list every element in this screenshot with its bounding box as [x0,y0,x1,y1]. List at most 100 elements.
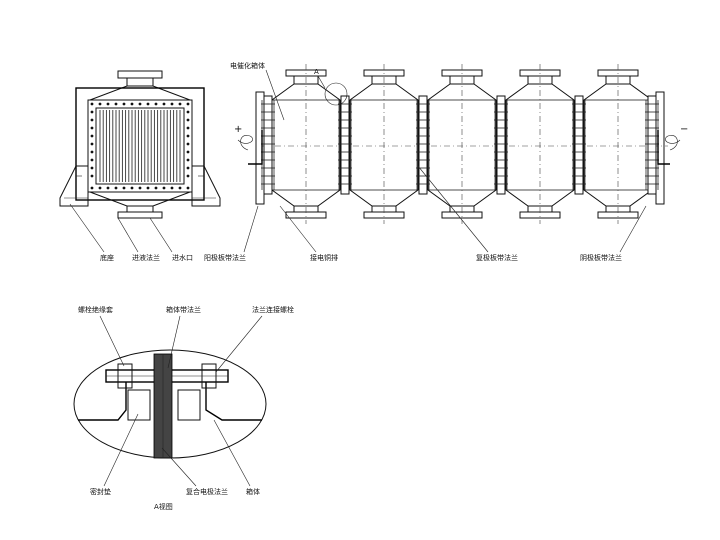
plate-flange [494,95,508,195]
reactor-cells [271,64,653,224]
bolt-dot [186,186,190,190]
cell-top-nozzle [371,75,397,85]
reactor-cell [271,64,341,224]
bolt-dot [170,186,174,190]
bolt-dot [106,102,110,106]
outer-frame [75,87,205,201]
bolt-dot [98,102,102,106]
anode-bracket [255,91,265,205]
cathode-bracket [655,91,665,205]
cell-top-nozzle [293,75,319,85]
label-detail-mark: A [314,68,319,76]
bolt-dot [90,158,94,162]
bolt-dot [90,118,94,122]
plate-flange-frame [647,95,657,195]
bolt-dot [90,166,94,170]
bolt-dot [98,186,102,190]
bolt-dot [122,102,126,106]
bolt-dot [122,186,126,190]
bolt-dot [114,186,118,190]
label-box-body: 箱体 [246,487,260,496]
bottom-nozzle [126,205,154,213]
bolt-dot [186,158,190,162]
plate-flange-frame [418,95,428,195]
anode-wire [237,134,253,151]
bolt-dot [90,134,94,138]
label-detail-title: A视图 [154,502,173,511]
label-plus: + [234,124,242,135]
bolt-dot [90,150,94,154]
bolt-dot [178,186,182,190]
bolt-dot [186,118,190,122]
bolt-dot [90,174,94,178]
bolt-dot [186,102,190,106]
side-view [59,70,221,253]
bottom-hopper [89,191,191,207]
bolt-dot [138,186,142,190]
plate-flange-frame [496,95,506,195]
bottom-flange [117,211,163,219]
plate-flange [645,95,659,195]
plate-flange [261,95,275,195]
electrode-plate-flanges [261,95,659,195]
cell-top-nozzle [605,75,631,85]
bolt-dot [90,102,94,106]
label-inlet-flange: 进液法兰 [132,253,160,262]
bolt-dot [186,142,190,146]
frame-bolts [90,102,190,190]
bolt-dot [162,102,166,106]
reactor-cell [583,64,653,224]
plate-flange-frame [263,95,273,195]
bolt-dot [90,186,94,190]
bolt-dot [186,110,190,114]
bolt-dot [186,166,190,170]
housing-wall-right [205,382,262,421]
label-minus: − [680,124,688,135]
cathode-wire [665,134,681,151]
label-electrolysis-box: 电催化箱体 [230,61,265,70]
top-nozzle [126,77,154,87]
label-cathode-flange: 阴极板带法兰 [580,253,622,262]
bolt-dot [90,126,94,130]
bolt-dot [130,186,134,190]
reactor-cell [349,64,419,224]
plate-flange [338,95,352,195]
seal-block-left [127,389,151,421]
label-bolt-sleeve: 螺栓绝缘套 [78,305,113,314]
detail-circle-a [324,82,348,106]
plate-flange [572,95,586,195]
cell-top-nozzle [527,75,553,85]
bolt-dot [146,186,150,190]
bolt-dot [186,150,190,154]
label-ground-copper: 接电铜排 [310,253,338,262]
electrode-plates [99,110,181,182]
bolt-dot [106,186,110,190]
top-flange [117,70,163,79]
bolt-dot [178,102,182,106]
label-composite-flange: 复极板带法兰 [476,253,518,262]
bolt-dot [154,102,158,106]
bolt-dot [170,102,174,106]
bolt-dot [186,126,190,130]
label-base: 底座 [100,253,114,262]
seal-block-right [177,389,201,421]
bolt-dot [186,174,190,178]
anode-terminal [248,130,263,165]
front-view [237,64,681,253]
label-box-flange: 箱体带法兰 [166,305,201,314]
label-seal-pad: 密封垫 [90,487,111,496]
label-flange-bolt: 法兰连接螺栓 [252,305,294,314]
cathode-terminal [657,130,670,165]
reactor-cell [427,64,497,224]
reactor-cell [505,64,575,224]
bolt-dot [90,110,94,114]
detail-view-a [73,315,267,487]
left-support [59,165,89,207]
plate-flange-frame [574,95,584,195]
bolt-dot [146,102,150,106]
bolt-dot [154,186,158,190]
cell-top-nozzle [449,75,475,85]
bolt-dot [114,102,118,106]
bolt-dot [162,186,166,190]
label-outlet: 进水口 [172,253,193,262]
